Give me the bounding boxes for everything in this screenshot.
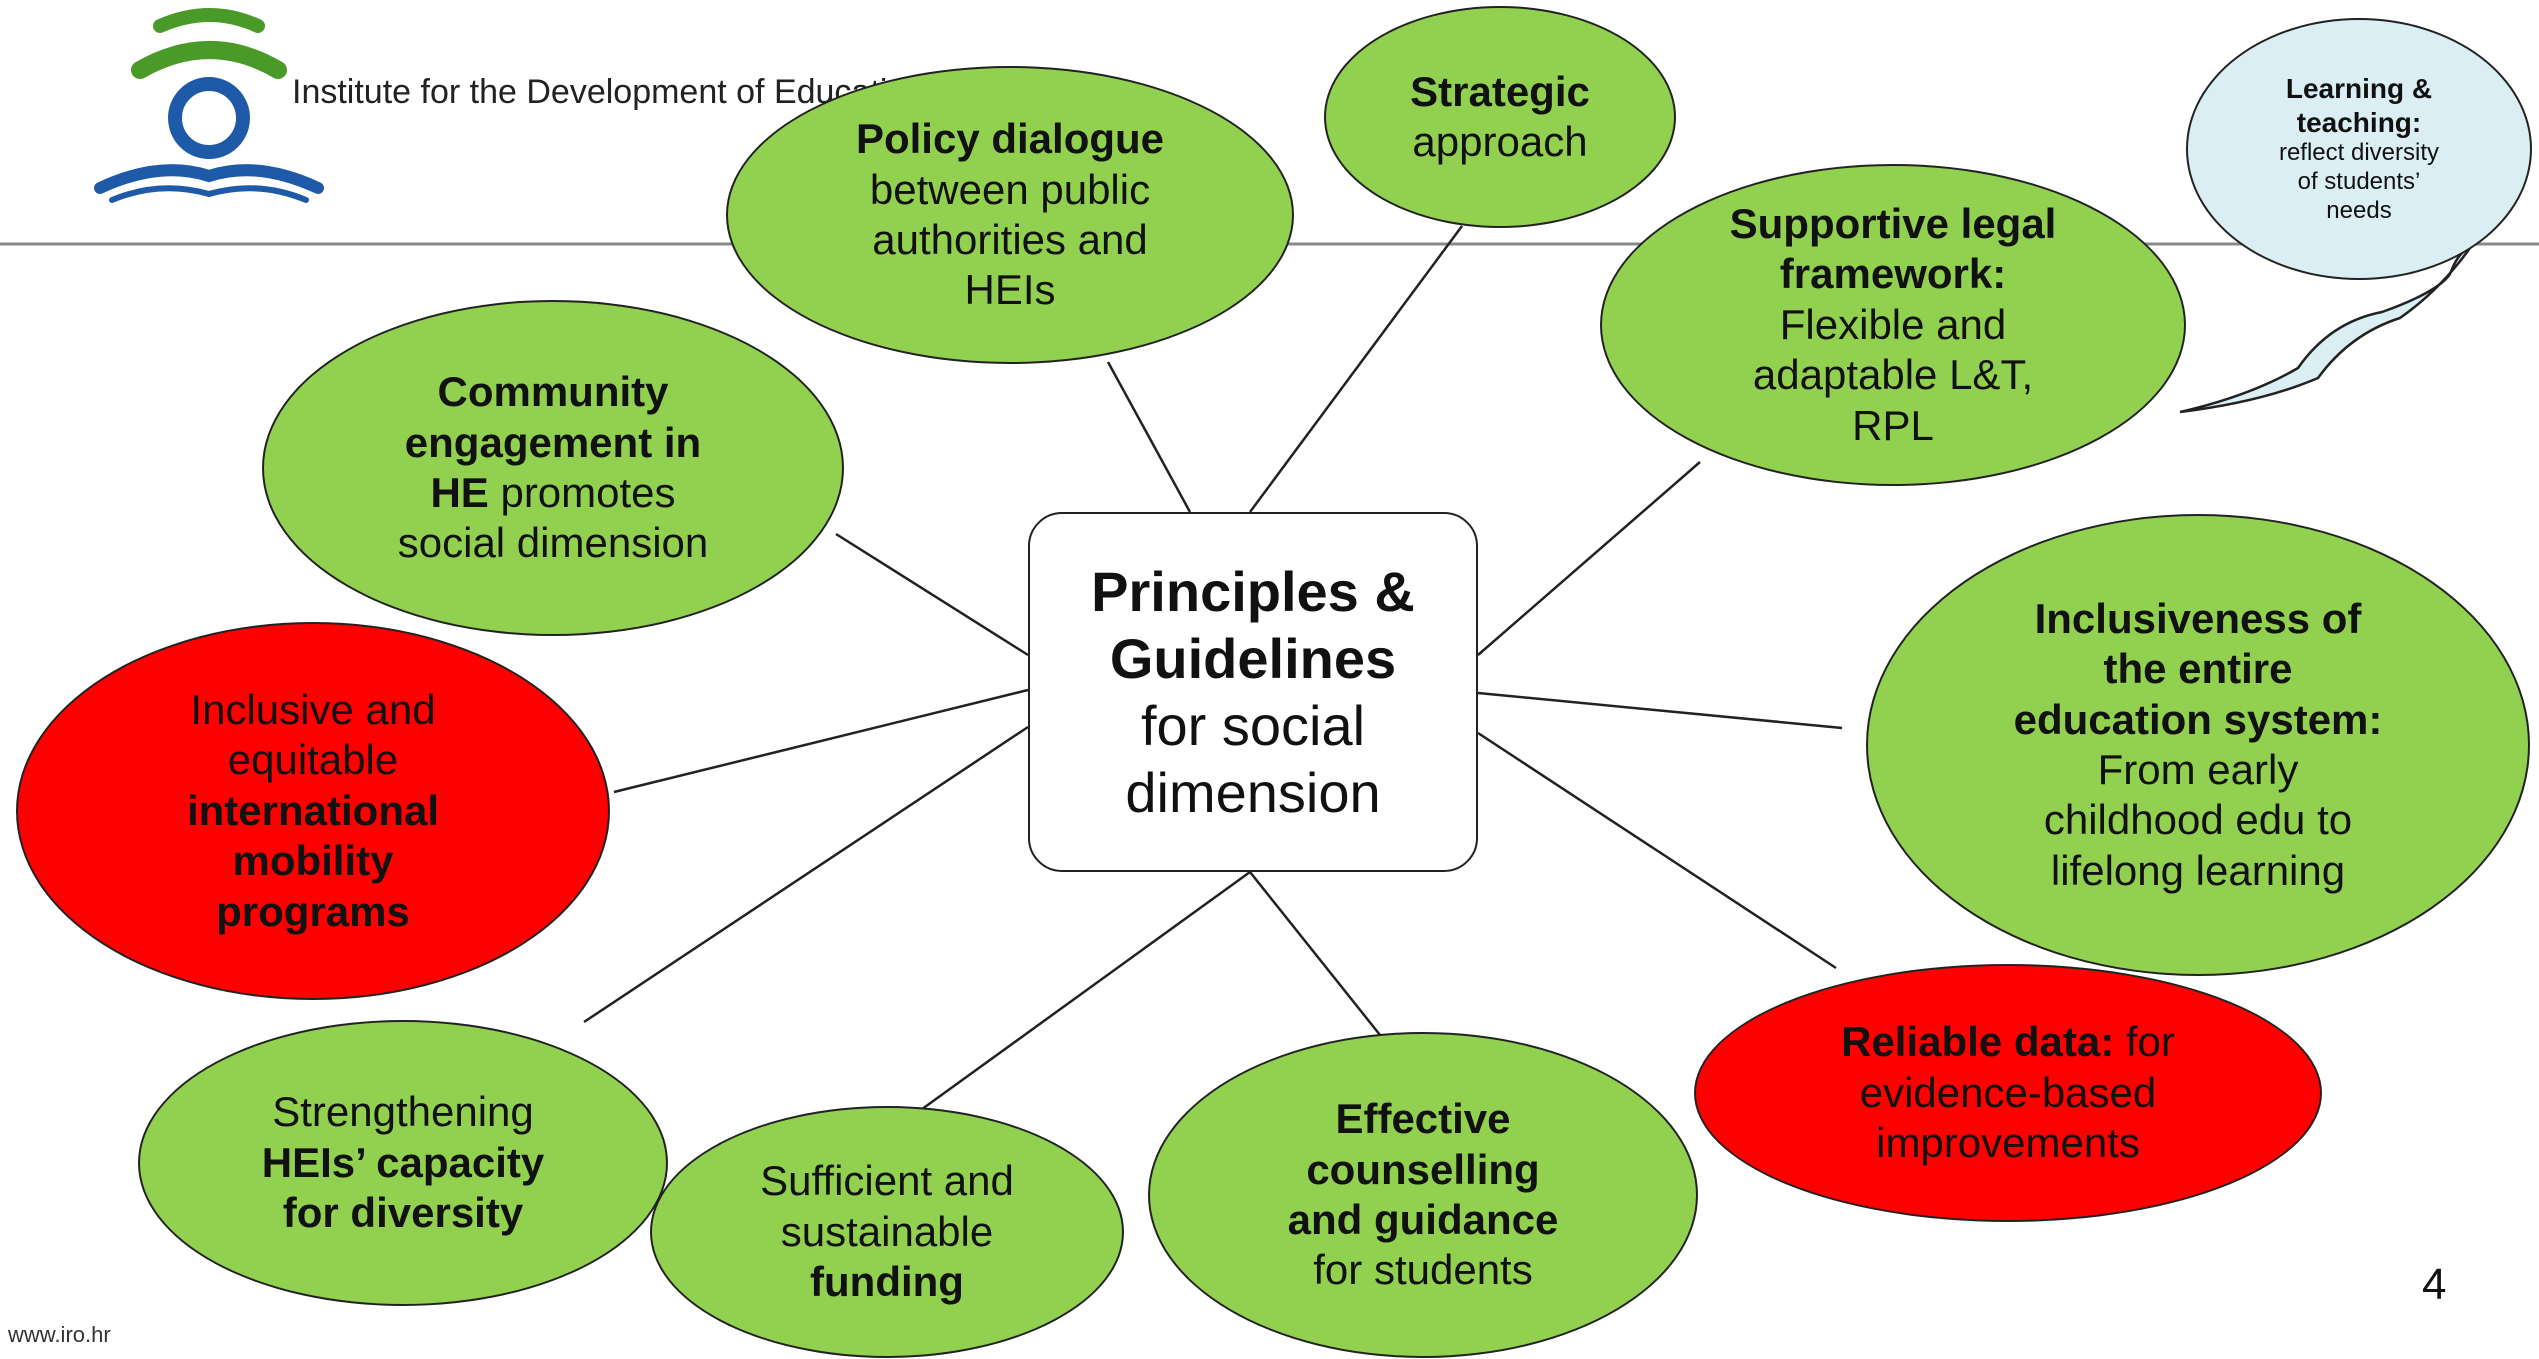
learning-title-1: Learning & <box>2285 73 2433 105</box>
inclusiveness-title-1: Inclusiveness of <box>2034 594 2362 642</box>
node-strategic: Strategic approach <box>1324 6 1676 228</box>
logo-icon <box>94 8 324 203</box>
learning-line4: of students’ <box>2297 168 2421 196</box>
learning-line3: reflect diversity <box>2278 139 2440 167</box>
center-node: Principles & Guidelines for social dimen… <box>1028 512 1478 872</box>
capacity-line1: Strengthening <box>272 1088 534 1136</box>
connector-reliable <box>1477 731 1837 970</box>
node-funding: Sufficient and sustainable funding <box>650 1106 1124 1358</box>
connector-counselling <box>1249 871 1385 1041</box>
reliable-line2: evidence-based <box>1859 1068 2157 1116</box>
strategic-title: Strategic <box>1410 67 1590 115</box>
mobility-line2: equitable <box>227 736 399 784</box>
connector-community <box>835 532 1029 657</box>
policy-dialogue-line4: HEIs <box>964 266 1056 314</box>
node-counselling: Effective counselling and guidance for s… <box>1148 1032 1698 1358</box>
policy-dialogue-line3: authorities and <box>872 216 1148 263</box>
node-legal-framework: Supportive legal framework: Flexible and… <box>1600 164 2186 486</box>
learning-line5: needs <box>2326 196 2392 224</box>
community-line3: HE promotes <box>430 468 675 518</box>
strategic-line2: approach <box>1412 118 1588 165</box>
mobility-title-4: mobility <box>232 837 394 885</box>
funding-line2: sustainable <box>780 1207 994 1255</box>
inclusiveness-line6: lifelong learning <box>2050 846 2346 894</box>
counselling-line4: for students <box>1313 1246 1533 1294</box>
logo-line-1: Institute for the <box>292 73 517 111</box>
connector-funding <box>917 870 1251 1114</box>
node-learning-teaching-callout: Learning & teaching: reflect diversity o… <box>2186 18 2532 280</box>
connector-mobility <box>613 688 1029 794</box>
center-title-2: Guidelines <box>1109 626 1397 690</box>
node-reliable-data: Reliable data: for evidence-based improv… <box>1694 964 2322 1222</box>
page-number: 4 <box>2422 1260 2447 1309</box>
capacity-title-3: for diversity <box>282 1189 524 1237</box>
counselling-title-3: and guidance <box>1287 1196 1559 1243</box>
reliable-title: Reliable data: <box>1841 1018 2115 1066</box>
legal-line3: Flexible and <box>1779 300 2007 348</box>
policy-dialogue-title: Policy dialogue <box>855 115 1165 163</box>
policy-dialogue-line2: between public <box>869 165 1151 213</box>
legal-title-1: Supportive legal <box>1729 200 2057 248</box>
inclusiveness-title-2: the entire <box>2103 645 2293 693</box>
counselling-title-1: Effective <box>1335 1095 1511 1143</box>
node-policy-dialogue: Policy dialogue between public authoriti… <box>726 66 1294 364</box>
connector-inclusiveness <box>1477 691 1843 730</box>
connector-policy <box>1106 361 1192 513</box>
node-inclusiveness: Inclusiveness of the entire education sy… <box>1866 514 2530 976</box>
connector-strategic <box>1248 225 1464 513</box>
connector-capacity <box>583 725 1029 1024</box>
community-title-2: engagement in <box>404 418 702 466</box>
legal-line5: RPL <box>1852 401 1934 449</box>
reliable-line1: Reliable data: for <box>1841 1017 2175 1067</box>
footer-url: www.iro.hr <box>8 1322 111 1347</box>
node-heis-capacity: Strengthening HEIs’ capacity for diversi… <box>138 1020 668 1306</box>
funding-title-3: funding <box>810 1258 964 1306</box>
inclusiveness-title-3: education system: <box>2013 695 2383 743</box>
learning-title-2: teaching: <box>2296 106 2422 138</box>
inclusiveness-line5: childhood edu to <box>2043 796 2353 844</box>
mobility-title-3: international <box>186 786 440 834</box>
mobility-line1: Inclusive and <box>190 686 436 734</box>
mobility-title-5: programs <box>216 887 410 935</box>
legal-title-2: framework: <box>1779 250 2007 298</box>
counselling-title-2: counselling <box>1306 1145 1540 1193</box>
community-title-1: Community <box>437 368 669 416</box>
reliable-line1-rest: for <box>2114 1018 2175 1066</box>
inclusiveness-line4: From early <box>2097 746 2299 793</box>
community-title-3: HE <box>430 469 489 516</box>
center-title-1: Principles & <box>1091 559 1415 623</box>
community-line4: social dimension <box>397 519 709 567</box>
connector-legal <box>1477 461 1701 656</box>
node-international-mobility: Inclusive and equitable international mo… <box>16 622 610 1000</box>
legal-line4: adaptable L&T, <box>1752 351 2034 399</box>
capacity-title-2: HEIs’ capacity <box>261 1138 545 1186</box>
community-line3-rest: promotes <box>488 469 676 516</box>
center-subtitle-1: for social <box>1140 694 1366 757</box>
center-subtitle-2: dimension <box>1125 761 1381 825</box>
funding-line1: Sufficient and <box>760 1157 1014 1205</box>
node-community-engagement: Community engagement in HE promotes soci… <box>262 300 844 636</box>
reliable-line3: improvements <box>1876 1119 2140 1167</box>
